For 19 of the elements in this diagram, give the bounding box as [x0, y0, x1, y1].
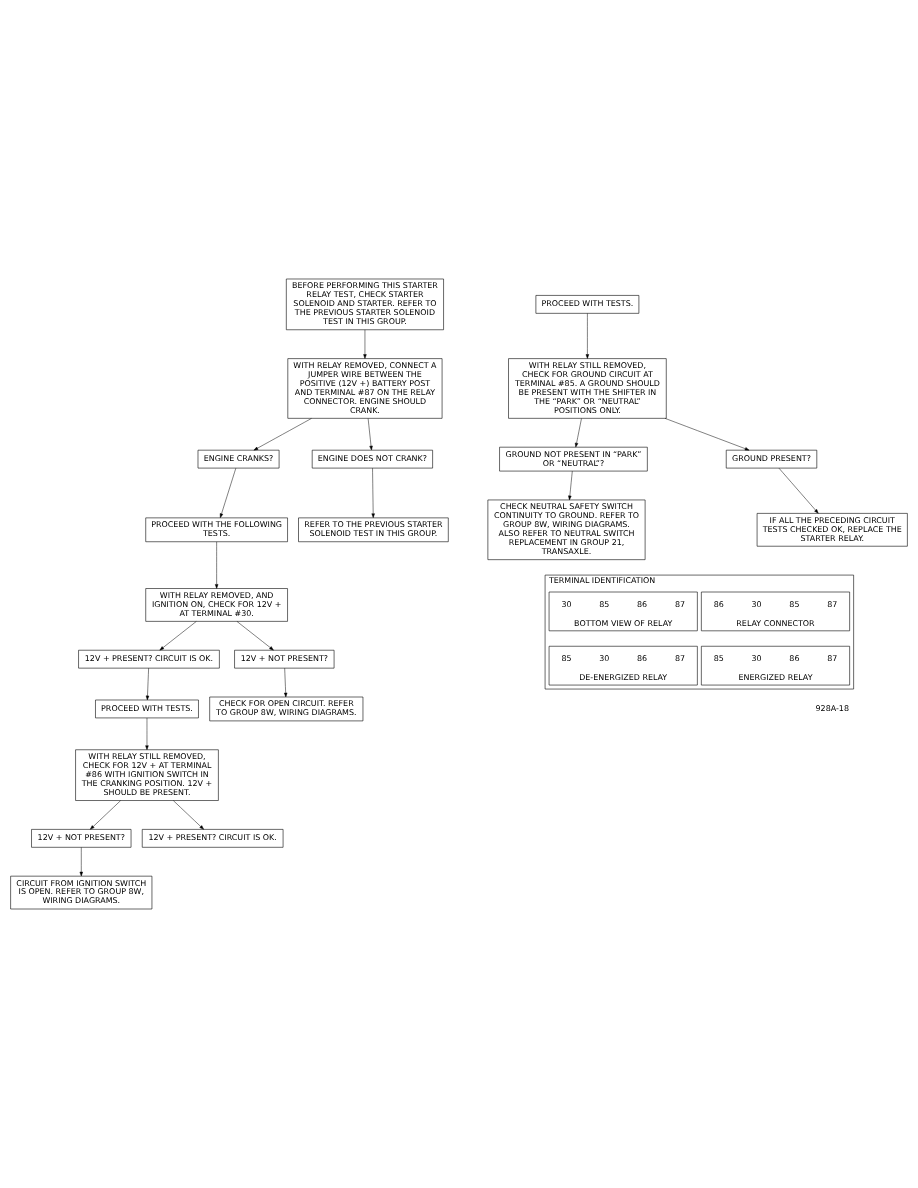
arrow: [145, 717, 149, 750]
arrow: [568, 470, 573, 501]
arrow: [371, 467, 375, 518]
arrow: [159, 621, 197, 651]
arrow: [363, 329, 367, 359]
arrow: [664, 418, 750, 451]
arrow: [574, 418, 582, 448]
arrow: [145, 667, 150, 701]
arrow: [284, 667, 288, 698]
arrow: [236, 621, 274, 651]
arrow: [367, 418, 373, 451]
arrow: [90, 800, 121, 830]
arrow: [585, 313, 590, 359]
arrow: [778, 467, 819, 514]
arrow: [219, 467, 237, 518]
arrow: [253, 418, 312, 451]
arrow: [215, 541, 219, 589]
arrow: [79, 847, 83, 877]
arrow: [173, 800, 204, 830]
